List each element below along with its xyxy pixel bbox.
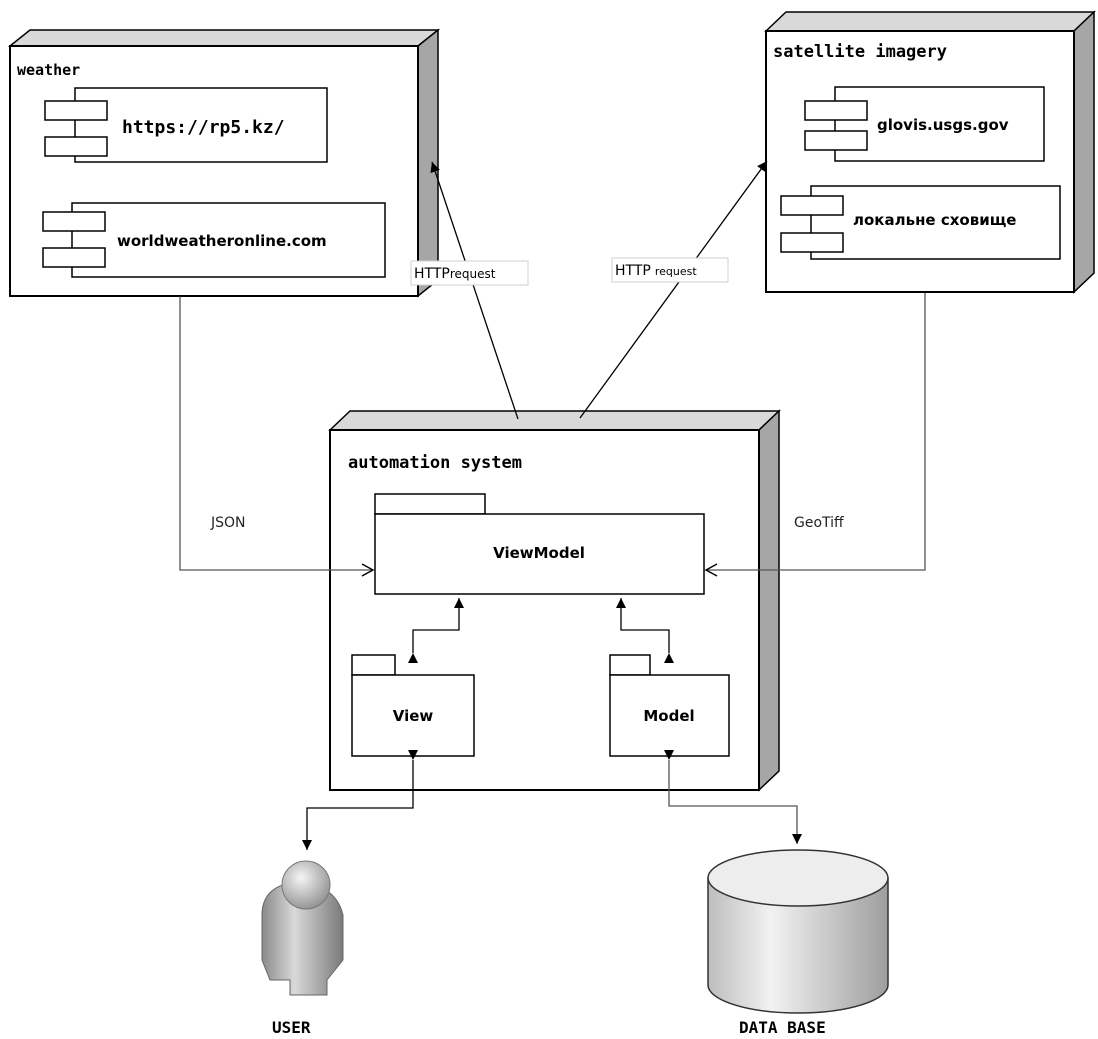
svg-text:HTTPrequest: HTTP request [615, 263, 697, 279]
model-database-connector [664, 750, 802, 844]
component-rp5: https://rp5.kz/ [44, 87, 328, 163]
component-icon-tab-bottom [804, 130, 868, 151]
view-user-connector [302, 750, 418, 850]
component-icon-tab-bottom [780, 232, 844, 253]
http-request-satellite-connector [579, 160, 768, 419]
http-label-small: request [450, 267, 496, 281]
satellite-imagery-node: satellite imagery glovis.usgs.gov локаль… [764, 10, 1096, 294]
geotiff-label: GeoTiff [794, 515, 844, 531]
http-request-weather-label: HTTPrequest [410, 260, 529, 286]
weather-node: weather https://rp5.kz/ worldweatheronli… [7, 28, 441, 298]
component-glovis-label: glovis.usgs.gov [877, 116, 1009, 134]
package-model-label: Model [643, 707, 694, 725]
package-view: View [351, 654, 475, 757]
user-label: USER [272, 1018, 311, 1037]
http-request-satellite-label: HTTP request [611, 257, 729, 283]
database-label: DATA BASE [739, 1018, 826, 1037]
package-viewmodel: ViewModel [374, 493, 705, 595]
component-local-storage: локальне сховище [780, 185, 1061, 260]
http-label-big: HTTP [615, 263, 651, 279]
component-rp5-label: https://rp5.kz/ [122, 117, 285, 138]
component-icon-tab-top [42, 211, 106, 232]
svg-text:HTTPrequest: HTTPrequest [414, 266, 496, 282]
view-viewmodel-connector [408, 598, 464, 663]
database-icon [707, 849, 889, 1014]
component-icon-tab-bottom [44, 136, 108, 157]
user-icon [261, 860, 344, 996]
json-connector [179, 296, 375, 577]
http-request-weather-connector [430, 161, 519, 420]
package-model: Model [609, 654, 730, 757]
json-label: JSON [210, 515, 246, 531]
geotiff-connector [704, 293, 926, 577]
component-worldweatheronline: worldweatheronline.com [42, 202, 386, 278]
component-icon-tab-top [780, 195, 844, 216]
package-view-label: View [393, 707, 434, 725]
component-glovis: glovis.usgs.gov [804, 86, 1045, 162]
model-viewmodel-connector [616, 598, 674, 663]
http-label-big: HTTP [414, 266, 450, 282]
component-icon-tab-top [804, 100, 868, 121]
component-icon-tab-bottom [42, 247, 106, 268]
weather-node-title: weather [17, 61, 80, 79]
package-viewmodel-label: ViewModel [493, 544, 585, 562]
component-worldweatheronline-label: worldweatheronline.com [117, 232, 327, 250]
http-label-small: request [655, 265, 698, 278]
component-icon-tab-top [44, 100, 108, 121]
automation-system-node-title: automation system [348, 453, 522, 473]
satellite-imagery-node-title: satellite imagery [773, 42, 947, 62]
automation-system-node: automation system ViewModel View Model [328, 409, 781, 792]
component-local-storage-label: локальне сховище [853, 211, 1016, 229]
